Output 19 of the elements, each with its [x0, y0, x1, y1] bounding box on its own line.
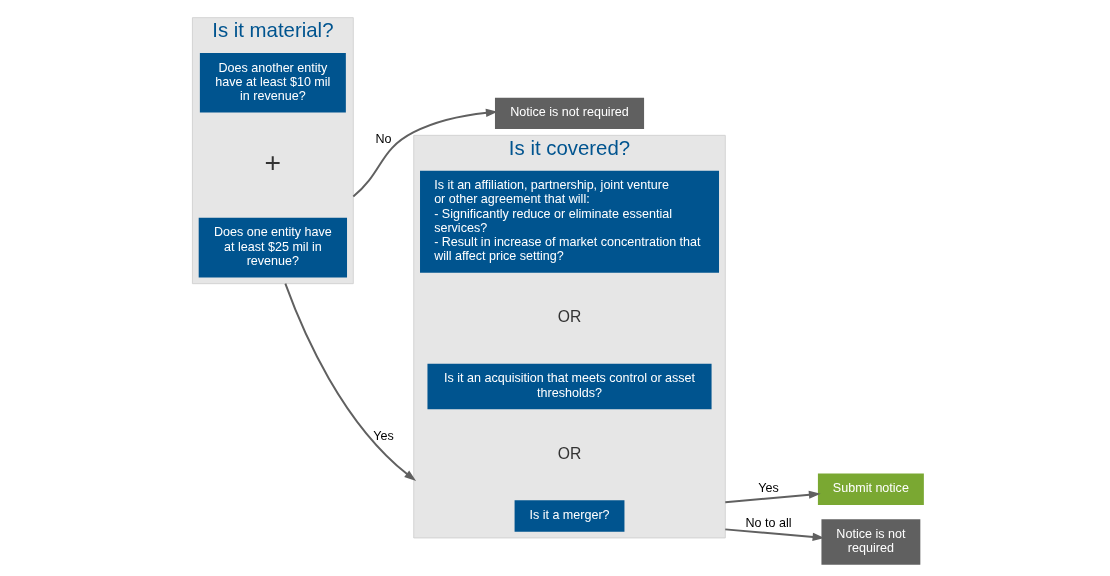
arrow — [284, 282, 417, 481]
node-box: Notice is not required — [821, 519, 921, 565]
label: + — [264, 146, 282, 179]
arrow — [724, 490, 821, 504]
edge-label: Yes — [373, 429, 394, 444]
node-box: Does one entity have at least $25 mil in revenue? — [198, 217, 348, 278]
arrow — [352, 108, 498, 198]
edge-label: No to all — [745, 515, 792, 530]
arrow — [724, 528, 825, 542]
edge-label: Yes — [758, 481, 779, 496]
node-box: Notice is not required — [494, 97, 645, 130]
label: OR — [557, 308, 582, 326]
node-box: Does another entity have at least $10 mil in revenue? — [199, 52, 346, 113]
node-box: Is it a merger? — [514, 500, 625, 532]
node-box: Submit notice — [817, 473, 924, 505]
node-box: Is it an acquisition that meets control or asset thresholds? — [427, 363, 712, 410]
label: OR — [557, 444, 582, 462]
edge-label: No — [375, 132, 392, 147]
node-box: Is it an affiliation, partnership, joint venture or other agreement that will: - Significantly reduce or eliminate essential services? - Result in increase of market concentration that will affect price setting? — [420, 170, 720, 273]
